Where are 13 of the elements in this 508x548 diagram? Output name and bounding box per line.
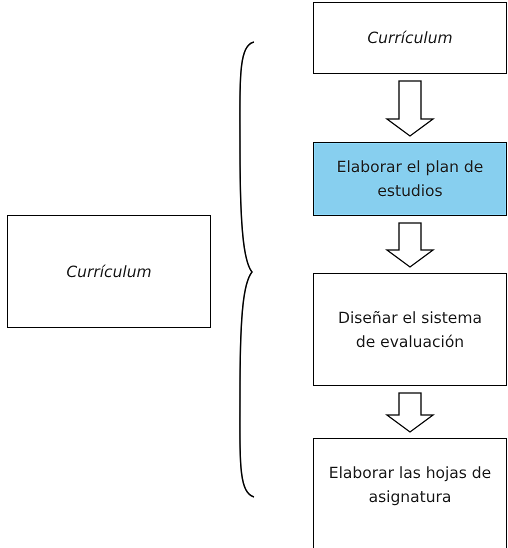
- block-arrow: [385, 80, 435, 137]
- process-box: [313, 438, 507, 548]
- process-box: [7, 215, 211, 328]
- process-box: [313, 2, 507, 74]
- process-box: [313, 273, 507, 386]
- box-text: Elaborar el plan de estudios: [336, 157, 484, 202]
- box-text: Currículum: [367, 28, 453, 49]
- block-arrow: [385, 392, 435, 433]
- box-text: Currículum: [66, 262, 152, 282]
- process-box: [313, 142, 507, 216]
- box-text: Elaborar las hojas de asignatura: [328, 463, 492, 508]
- block-arrow: [385, 222, 435, 268]
- box-text: Diseñar el sistema de evaluación: [338, 308, 482, 352]
